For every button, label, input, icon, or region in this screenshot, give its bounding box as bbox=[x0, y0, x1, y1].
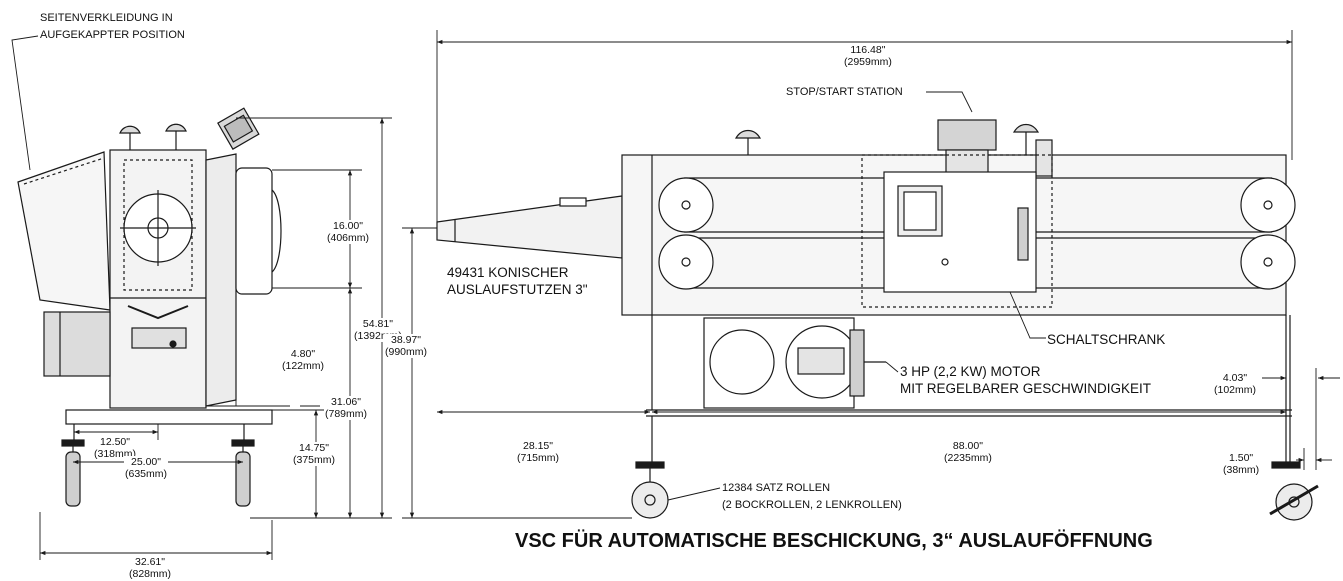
dim-overall-width: 32.61"(828mm) bbox=[128, 556, 173, 580]
drive-motor bbox=[703, 317, 899, 409]
side-panel-label-line1: SEITENVERKLEIDUNG IN bbox=[40, 12, 173, 24]
clamp-handles bbox=[119, 123, 187, 152]
motor-label-line2: MIT REGELBARER GESCHWINDIGKEIT bbox=[900, 381, 1152, 396]
side-panel-open bbox=[17, 151, 111, 311]
spout-label-line1: 49431 KONISCHER bbox=[447, 265, 569, 280]
sensor-box bbox=[217, 107, 260, 150]
dim-spout-height: 38.97"(990mm) bbox=[384, 334, 429, 358]
control-cabinet bbox=[861, 154, 1053, 339]
end-view bbox=[11, 35, 392, 560]
dim-end-post: 1.50"(38mm) bbox=[1222, 452, 1261, 476]
side-view bbox=[402, 30, 1340, 521]
front-guard bbox=[235, 167, 273, 295]
conical-spout bbox=[436, 195, 623, 259]
dim-spout-reach: 28.15"(715mm) bbox=[516, 440, 561, 464]
side-casters bbox=[631, 461, 1319, 521]
end-frame bbox=[65, 409, 273, 425]
casters-label-line1: 12384 SATZ ROLLEN bbox=[722, 482, 831, 494]
overall-length-dimension bbox=[436, 30, 1293, 236]
side-panel-leader bbox=[11, 35, 39, 171]
spout-label-line2: AUSLAUFSTUTZEN 3" bbox=[447, 282, 588, 297]
dim-base-offset: 4.80"(122mm) bbox=[281, 348, 326, 372]
casters-label-line2: (2 BOCKROLLEN, 2 LENKROLLEN) bbox=[722, 499, 902, 511]
dim-overall-length: 116.48"(2959mm) bbox=[843, 44, 893, 68]
dim-top-height: 31.06"(789mm) bbox=[324, 396, 369, 420]
dim-frame-length: 88.00"(2235mm) bbox=[943, 440, 993, 464]
side-panel-label-line2: AUFGEKAPPTER POSITION bbox=[40, 29, 185, 41]
end-casters bbox=[61, 439, 255, 507]
cabinet-label: SCHALTSCHRANK bbox=[1047, 332, 1166, 347]
dim-wheel-track: 25.00"(635mm) bbox=[124, 456, 169, 480]
dim-guard-height: 16.00"(406mm) bbox=[326, 220, 371, 244]
end-motor bbox=[43, 311, 111, 377]
dim-end-overhang: 4.03"(102mm) bbox=[1213, 372, 1258, 396]
side-view-dimensions bbox=[402, 227, 1340, 519]
drawing-title: VSC FÜR AUTOMATISCHE BESCHICKUNG, 3“ AUS… bbox=[515, 530, 1153, 552]
stop-start-label: STOP/START STATION bbox=[786, 86, 903, 98]
dim-frame-height: 14.75"(375mm) bbox=[292, 442, 337, 466]
motor-label-line1: 3 HP (2,2 KW) MOTOR bbox=[900, 364, 1041, 379]
